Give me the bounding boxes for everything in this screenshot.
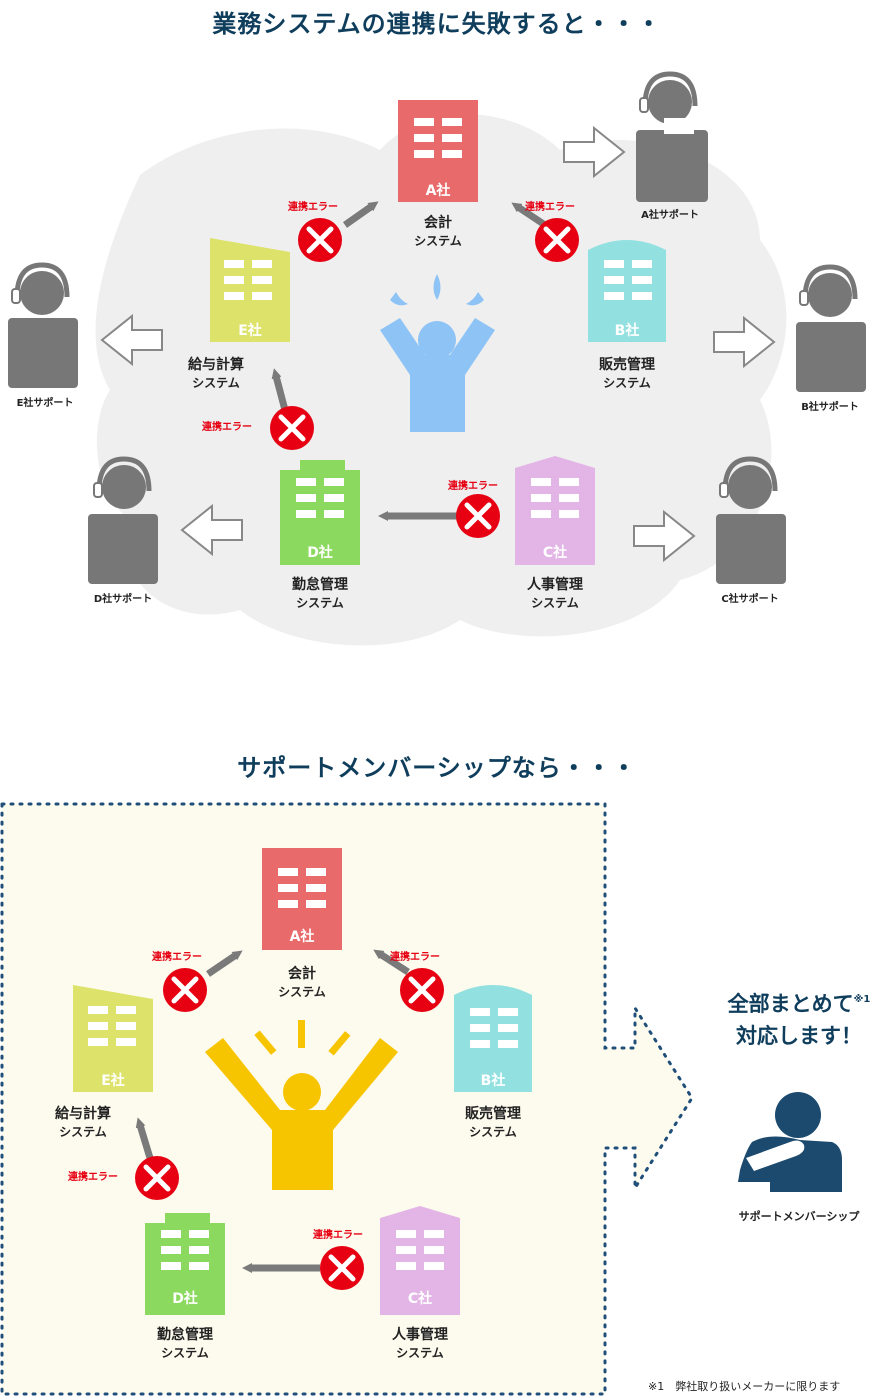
system-label-c: 人事管理システム xyxy=(392,1327,448,1360)
error-label: 連携エラー xyxy=(68,1172,118,1183)
support-person-c-icon xyxy=(716,456,786,584)
building-e-mark: E社 xyxy=(101,1073,125,1089)
bottom-diagram xyxy=(0,802,842,1396)
building-a xyxy=(398,100,478,202)
support-person-d-icon xyxy=(88,456,158,584)
system-label-b: 販売管理システム xyxy=(599,357,655,390)
error-x-icon-ba xyxy=(400,968,444,1012)
support-label-d: D社サポート xyxy=(93,594,153,605)
outline-arrow-b xyxy=(713,315,776,369)
support-label-e: E社サポート xyxy=(16,398,74,409)
building-c-mark: C社 xyxy=(407,1291,433,1307)
building-d-mark: D社 xyxy=(172,1291,198,1307)
arrow-b-to-a xyxy=(511,202,547,228)
support-label-c: C社サポート xyxy=(721,594,779,605)
system-label-b: 販売管理システム xyxy=(465,1106,521,1139)
building-b-mark: B社 xyxy=(480,1073,506,1089)
panel-dotted-border xyxy=(0,802,694,1396)
building-d xyxy=(145,1213,225,1315)
building-e-mark: E社 xyxy=(238,323,262,339)
error-label: 連携エラー xyxy=(525,202,575,213)
error-x-icon-ba xyxy=(535,218,579,262)
system-label-a: 会計システム xyxy=(278,966,326,999)
building-d xyxy=(280,460,360,565)
error-x-icon-cd xyxy=(456,494,500,538)
happy-person-icon xyxy=(205,1020,398,1190)
building-a xyxy=(262,848,342,950)
building-c-mark: C社 xyxy=(542,545,568,561)
system-label-e: 給与計算システム xyxy=(188,357,244,390)
bottom-heading: サポートメンバーシップなら・・・ xyxy=(237,754,637,782)
outline-arrow-a xyxy=(563,125,626,179)
error-label: 連携エラー xyxy=(288,202,338,213)
building-a-mark: A社 xyxy=(425,183,451,199)
top-heading: 業務システムの連携に失敗すると・・・ xyxy=(212,10,662,38)
system-label-d: 勤怠管理システム xyxy=(292,577,348,610)
building-d-mark: D社 xyxy=(307,545,333,561)
error-label: 連携エラー xyxy=(448,481,498,492)
error-label: 連携エラー xyxy=(152,952,202,963)
outline-arrow-e xyxy=(100,313,163,367)
error-x-icon-ea xyxy=(163,968,207,1012)
troubled-person-icon xyxy=(380,274,495,432)
top-error-marks xyxy=(270,218,579,538)
footnote: ※1 弊社取り扱いメーカーに限ります xyxy=(648,1380,841,1393)
outline-arrow-d xyxy=(180,503,243,557)
error-x-icon-cd xyxy=(320,1246,364,1290)
support-membership-person-icon xyxy=(738,1092,842,1192)
outline-arrow-c xyxy=(633,509,696,563)
support-label-a: A社サポート xyxy=(641,210,699,221)
error-label: 連携エラー xyxy=(313,1230,363,1241)
error-label: 連携エラー xyxy=(202,422,252,433)
top-building-windows xyxy=(414,118,462,158)
error-x-icon-de xyxy=(270,406,314,450)
support-label-b: B社サポート xyxy=(801,402,859,413)
system-label-a: 会計システム xyxy=(414,215,462,248)
error-x-icon-ea xyxy=(298,218,342,262)
building-b-mark: B社 xyxy=(614,323,640,339)
system-label-c: 人事管理システム xyxy=(527,577,583,610)
building-a-mark: A社 xyxy=(289,929,315,945)
arrow-d-to-e xyxy=(271,368,289,411)
system-label-d: 勤怠管理システム xyxy=(157,1327,213,1360)
callout-text: 全部まとめて※1 対応します！ xyxy=(727,992,871,1048)
error-label: 連携エラー xyxy=(390,952,440,963)
support-person-a-icon xyxy=(636,71,708,202)
error-x-icon-de xyxy=(135,1156,179,1200)
support-person-b-icon xyxy=(796,264,866,392)
support-person-e-icon xyxy=(8,262,78,388)
top-diagram xyxy=(8,71,866,646)
system-label-e: 給与計算システム xyxy=(55,1106,111,1139)
support-membership-label: サポートメンバーシップ xyxy=(738,1210,860,1223)
arrow-e-to-a xyxy=(342,201,379,228)
